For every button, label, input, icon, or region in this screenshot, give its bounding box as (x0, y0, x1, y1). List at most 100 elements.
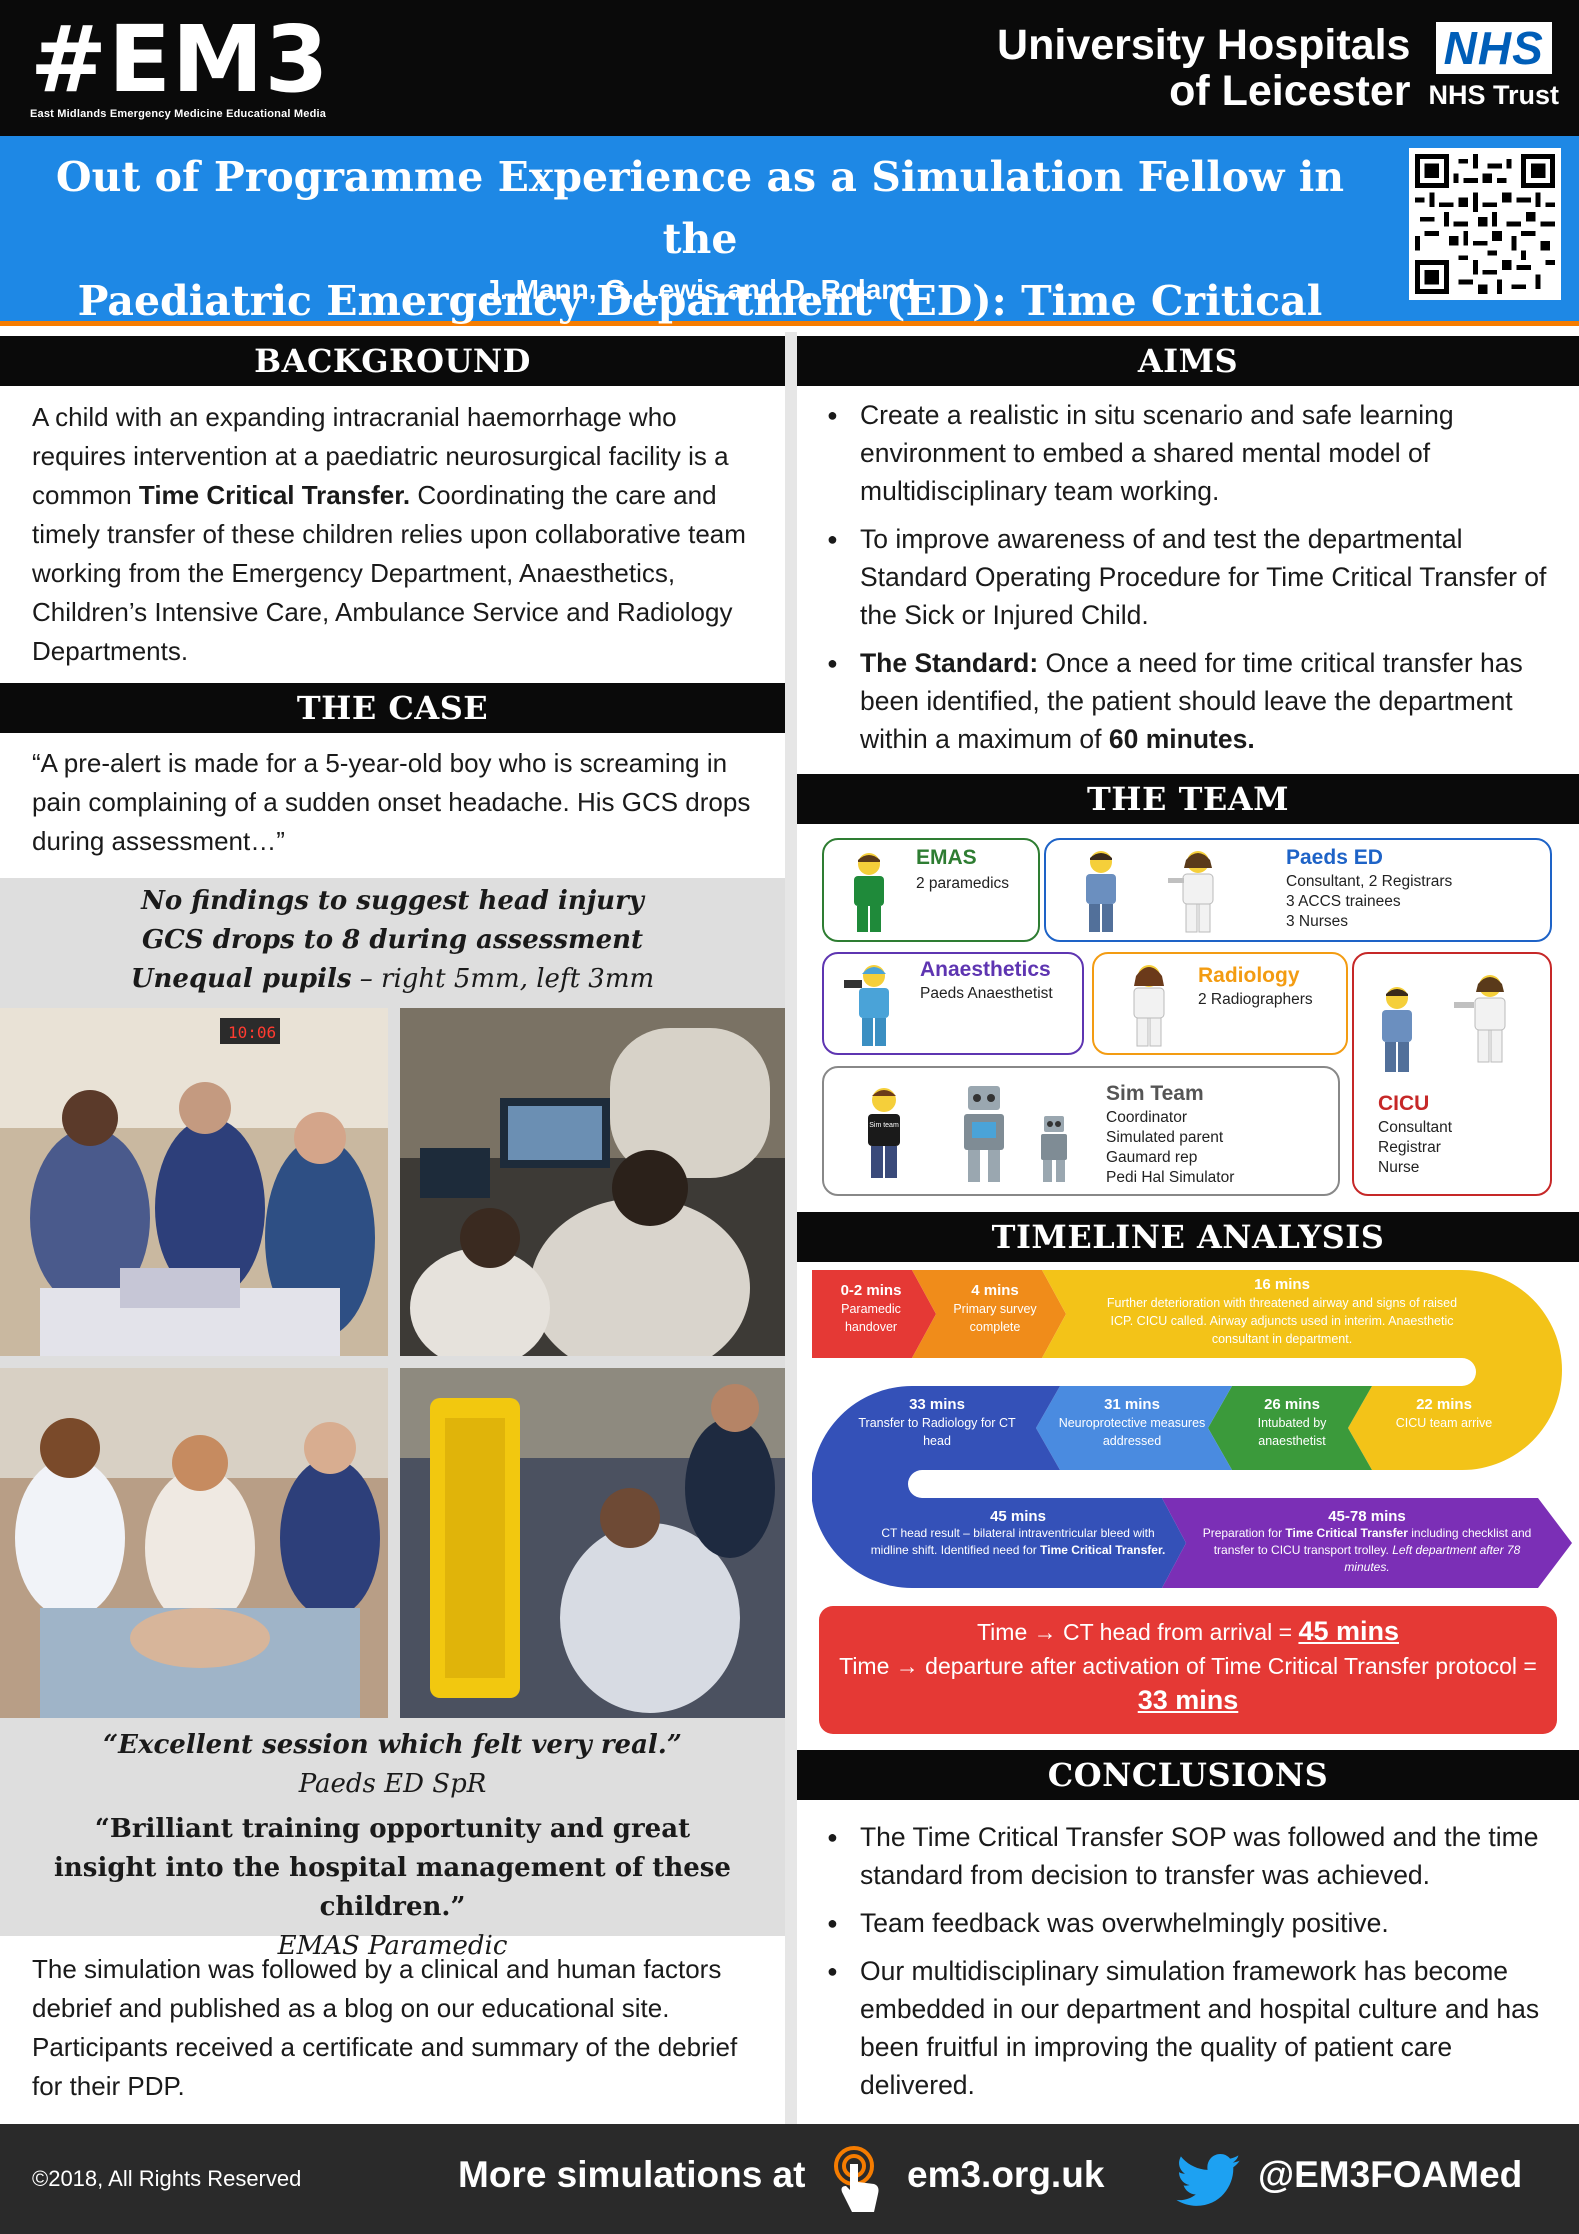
quote-2-author: EMAS Paramedic (277, 1931, 508, 1961)
case-intro: “A pre-alert is made for a 5-year-old bo… (32, 748, 751, 856)
radiographer-minifig-icon (1133, 965, 1165, 1047)
team-desc-sim-2: Simulated parent (1106, 1129, 1224, 1146)
debrief-text: The simulation was followed by a clinica… (32, 1954, 738, 2101)
result-2-text: Time → departure after activation of Tim… (839, 1653, 1537, 1679)
background-text: A child with an expanding intracranial h… (32, 398, 772, 671)
timeline-step-6-time: 31 mins (1104, 1396, 1160, 1413)
background-heading: BACKGROUND (0, 336, 785, 386)
conclusion-item: Our multidisciplinary simulation framewo… (797, 1952, 1557, 2104)
case-findings: No findings to suggest head injury GCS d… (0, 882, 785, 999)
timeline-step-7-time: 33 mins (909, 1396, 965, 1413)
team-card-paeds-ed: Paeds ED Consultant, 2 Registrars 3 ACCS… (1044, 838, 1552, 942)
quote-1-author: Paeds ED SpR (298, 1769, 487, 1799)
background-text-a: A child with an expanding intracranial h… (32, 402, 729, 510)
finding-2: GCS drops to 8 during assessment (141, 925, 644, 955)
timeline-step-7-text: Transfer to Radiology for CT head (858, 1416, 1016, 1448)
result-ct-head: Time → CT head from arrival = 45 mins (819, 1614, 1557, 1649)
timeline-step-3-text: Further deterioration with threatened ai… (1106, 1296, 1458, 1346)
qr-code-icon[interactable] (1409, 148, 1561, 300)
timeline-step-4-time: 22 mins (1416, 1396, 1472, 1413)
aims-item-bold: The Standard: (860, 648, 1039, 678)
sim-shirt-label: Sim team (869, 1122, 899, 1129)
timeline-step-8-text: CT head result – bilateral intraventricu… (870, 1526, 1155, 1557)
team-desc-cicu: Consultant Registrar Nurse (1378, 1118, 1452, 1178)
logo-tagline: East Midlands Emergency Medicine Educati… (30, 108, 327, 120)
team-desc-paeds-2: 3 ACCS trainees (1286, 893, 1401, 910)
trust-name: University Hospitals of Leicester (997, 22, 1410, 114)
copyright: ©2018, All Rights Reserved (32, 2166, 302, 2191)
background-text-bold: Time Critical Transfer. (138, 480, 411, 510)
team-name-paeds: Paeds ED (1286, 846, 1383, 869)
result-1-value: 45 mins (1298, 1616, 1399, 1646)
team-desc-radio: 2 Radiographers (1198, 991, 1313, 1008)
anaesthetist-minifig-icon (844, 965, 889, 1046)
poster-title-line1: Out of Programme Experience as a Simulat… (55, 153, 1345, 263)
authors: J. Mann, G. Lewis and D. Roland (484, 274, 916, 305)
nhs-logo: NHS NHS Trust (1428, 22, 1559, 111)
website-link[interactable]: em3.org.uk (907, 2154, 1105, 2195)
simulation-photo-resus: 10:06 (0, 1008, 388, 1356)
feedback-quotes: “Excellent session which felt very real.… (0, 1726, 785, 1966)
team-card-radiology: Radiology 2 Radiographers (1092, 952, 1348, 1055)
team-desc-cicu-2: Registrar (1378, 1139, 1441, 1156)
team-desc-paeds: Consultant, 2 Registrars 3 ACCS trainees… (1286, 872, 1452, 932)
team-name-anaes: Anaesthetics (920, 958, 1051, 981)
timeline-step-8-bold: Time Critical Transfer. (1040, 1543, 1166, 1557)
aims-list: Create a realistic in situ scenario and … (797, 396, 1557, 768)
nhs-logo-mark: NHS (1435, 22, 1552, 74)
aims-item-end: 60 minutes. (1108, 724, 1255, 754)
coordinator-minifig-icon: Sim team (854, 1084, 914, 1184)
timing-results-box: Time → CT head from arrival = 45 mins Ti… (819, 1606, 1557, 1734)
team-name-emas: EMAS (916, 846, 977, 869)
paramedic-minifig-icon (854, 853, 884, 932)
finding-3-rest: – right 5mm, left 3mm (351, 964, 655, 994)
em3-logo: #EM3 East Midlands Emergency Medicine Ed… (30, 6, 330, 121)
team-card-anaesthetics: Anaesthetics Paeds Anaesthetist (822, 952, 1084, 1055)
aims-item: The Standard: Once a need for time criti… (797, 644, 1557, 758)
logo-text: #EM3 (30, 6, 330, 113)
finding-3: Unequal pupils – right 5mm, left 3mm (0, 960, 785, 999)
robot-simulator-icon (964, 1086, 1004, 1182)
quote-1: “Excellent session which felt very real.… (103, 1730, 682, 1760)
timeline-step-4-text: CICU team arrive (1395, 1416, 1493, 1430)
quote-2: “Brilliant training opportunity and grea… (54, 1814, 731, 1922)
team-desc-anaes: Paeds Anaesthetist (920, 985, 1053, 1002)
timeline-step-2-text: Primary survey complete (953, 1302, 1037, 1334)
trust-name-line2: of Leicester (1169, 67, 1411, 115)
timeline-step-1-text: Paramedic handover (841, 1302, 901, 1334)
cicu-doctor-minifig-icon (1382, 987, 1412, 1072)
timeline-step-1-time: 0-2 mins (840, 1282, 902, 1299)
aims-heading: AIMS (797, 336, 1579, 386)
aims-item: To improve awareness of and test the dep… (797, 520, 1557, 634)
aims-item-text: Once a need for time critical transfer h… (860, 648, 1523, 754)
timeline-arrows (812, 1270, 1572, 1588)
timeline-step-6-text: Neuroprotective measures addressed (1058, 1416, 1206, 1448)
trust-name-line1: University Hospitals (997, 21, 1411, 69)
timeline-step-5-time: 26 mins (1264, 1396, 1320, 1413)
timeline-heading: TIMELINE ANALYSIS (797, 1212, 1579, 1262)
team-heading: THE TEAM (797, 774, 1579, 824)
doctor-minifig-icon (1086, 851, 1116, 932)
team-desc-cicu-1: Consultant (1378, 1119, 1453, 1136)
team-name-sim: Sim Team (1106, 1082, 1204, 1105)
timeline-step-9-text-a: Preparation for (1202, 1526, 1286, 1540)
cicu-nurse-minifig-icon (1454, 975, 1506, 1063)
twitter-bird-icon (1176, 2154, 1241, 2206)
finding-3-bold: Unequal pupils (130, 964, 352, 994)
result-1-text: Time → CT head from arrival = (976, 1619, 1299, 1645)
aims-item: Create a realistic in situ scenario and … (797, 396, 1557, 510)
timeline-step-8-time: 45 mins (990, 1508, 1046, 1525)
background-text-b: Coordinating the care and timely transfe… (32, 480, 746, 666)
team-card-sim-team: Sim Team Coordinator Simulated parent Ga… (822, 1066, 1340, 1196)
result-2-value: 33 mins (1137, 1685, 1239, 1715)
twitter-handle-link[interactable]: @EM3FOAMed (1258, 2154, 1523, 2195)
team-desc-cicu-3: Nurse (1378, 1159, 1420, 1176)
nurse-minifig-icon (1168, 851, 1214, 933)
team-name-cicu: CICU (1378, 1092, 1430, 1115)
trust-logo: University Hospitals of Leicester NHS NH… (997, 22, 1559, 114)
